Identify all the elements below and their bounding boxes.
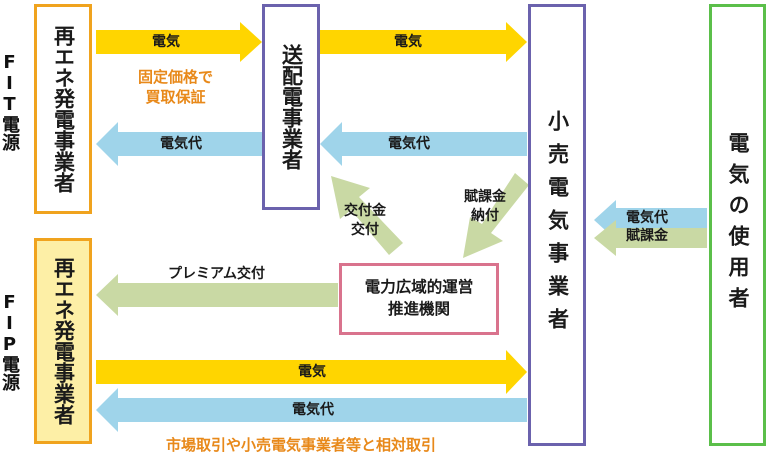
retailer-label: 小売電気事業者 xyxy=(545,109,570,341)
consumer-payment-line2: 賦課金 xyxy=(626,227,668,244)
fit-electricity-arrow-1 xyxy=(96,22,262,62)
levy-arrow xyxy=(463,173,529,258)
subsidy-note-line1: 交付金 xyxy=(344,203,386,219)
subsidy-arrow xyxy=(331,176,403,255)
market-trading-note: 市場取引や小売電気事業者等と相対取引 xyxy=(166,436,437,454)
fixed-price-note-line1: 固定価格で xyxy=(138,68,214,86)
fip-electricity-label: 電気 xyxy=(298,364,326,380)
renewable-generator-fip-box: 再エネ発電事業者 xyxy=(34,238,92,444)
consumer-box: 電気の使用者 xyxy=(709,4,766,446)
consumer-payment-note: 電気代 賦課金 xyxy=(626,210,668,245)
fee-label-2: 電気代 xyxy=(388,136,430,152)
subsidy-note-line2: 交付 xyxy=(351,221,379,238)
renewable-generator-fip-label: 再エネ発電事業者 xyxy=(51,257,76,425)
retailer-box: 小売電気事業者 xyxy=(528,4,586,446)
levy-note: 賦課金 納付 xyxy=(464,188,506,226)
fixed-price-note-line2: 買取保証 xyxy=(145,87,206,106)
fip-fee-arrow xyxy=(96,388,527,432)
fip-power-source-label: FIP電源 xyxy=(0,292,20,391)
fip-electricity-arrow xyxy=(96,350,527,394)
fit-electricity-arrow-2 xyxy=(318,22,527,62)
fee-arrow-2 xyxy=(320,122,527,166)
fee-arrow-1 xyxy=(96,122,262,166)
renewable-generator-fit-box: 再エネ発電事業者 xyxy=(34,4,92,214)
transmission-operator-box: 送配電事業者 xyxy=(262,4,320,210)
fixed-price-note: 固定価格で 買取保証 xyxy=(138,68,213,107)
fee-label-1: 電気代 xyxy=(160,136,202,152)
occto-box: 電力広域的運営 推進機関 xyxy=(339,263,499,335)
subsidy-note: 交付金 交付 xyxy=(344,202,386,240)
consumer-levy-arrow xyxy=(594,220,707,256)
fit-electricity-label-1: 電気 xyxy=(152,34,180,50)
transmission-operator-label: 送配電事業者 xyxy=(279,44,304,170)
consumer-payment-line1: 電気代 xyxy=(626,210,668,226)
occto-label-line2: 推進機関 xyxy=(387,300,450,318)
premium-label: プレミアム交付 xyxy=(168,266,266,282)
consumer-label: 電気の使用者 xyxy=(726,132,750,318)
fit-power-source-label: FIT電源 xyxy=(0,52,20,151)
fit-electricity-label-2: 電気 xyxy=(394,34,422,50)
levy-note-line1: 賦課金 xyxy=(464,189,506,205)
renewable-generator-fit-label: 再エネ発電事業者 xyxy=(51,25,76,193)
occto-label-line1: 電力広域的運営 xyxy=(364,278,474,297)
premium-arrow xyxy=(96,274,338,316)
levy-note-line2: 納付 xyxy=(471,207,499,224)
fip-fee-label: 電気代 xyxy=(292,402,334,418)
